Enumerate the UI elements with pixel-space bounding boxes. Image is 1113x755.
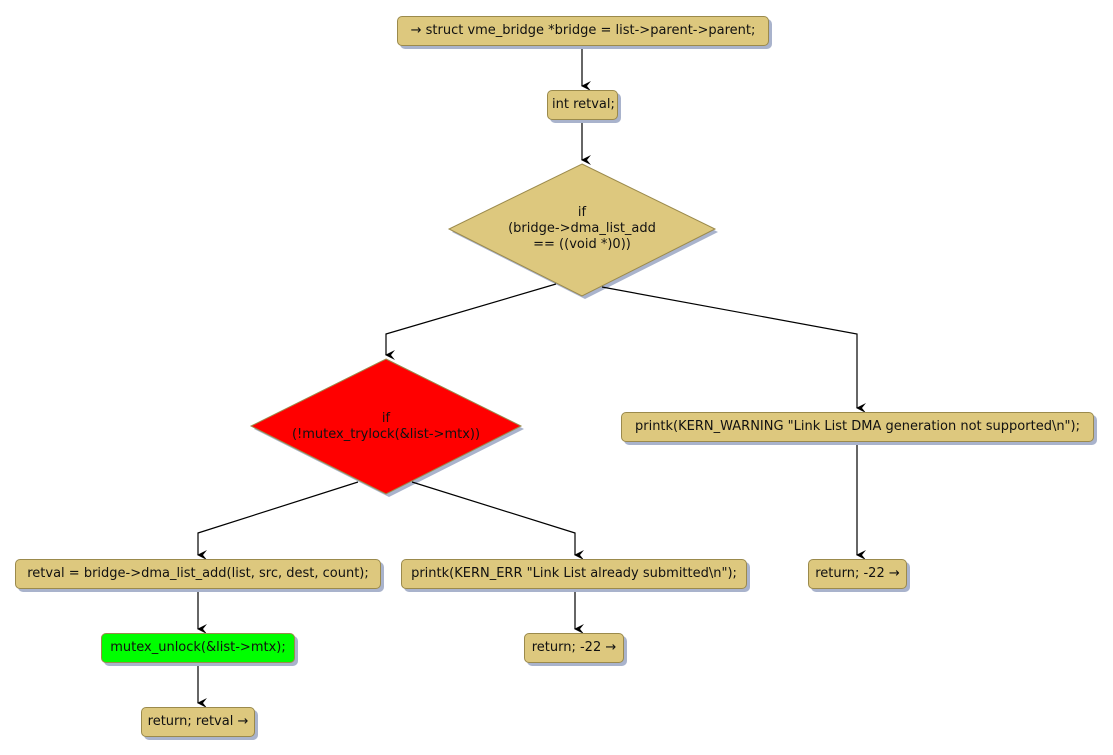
edge-cond1-to-printk-warning [601,286,866,413]
edge-cond2-to-call [197,481,359,560]
edge-cond1-to-cond2 [385,283,557,360]
node-start[interactable]: → struct vme_bridge *bridge = list->pare… [397,16,769,46]
node-printk-warning[interactable]: printk(KERN_WARNING "Link List DMA gener… [621,412,1094,442]
decision-dma-list-add [447,163,717,297]
node-return-warning[interactable]: return; -22 → [808,559,907,589]
node-return-err[interactable]: return; -22 → [524,633,624,663]
node-return-retval[interactable]: return; retval → [141,707,255,737]
node-decl-retval[interactable]: int retval; [547,90,618,120]
decision-mutex-trylock [249,358,523,495]
node-mutex-unlock[interactable]: mutex_unlock(&list->mtx); [101,633,295,663]
edge-cond2-to-printk-err [411,481,584,560]
node-call-dma-list-add[interactable]: retval = bridge->dma_list_add(list, src,… [15,559,381,589]
node-printk-err[interactable]: printk(KERN_ERR "Link List already submi… [401,559,747,589]
